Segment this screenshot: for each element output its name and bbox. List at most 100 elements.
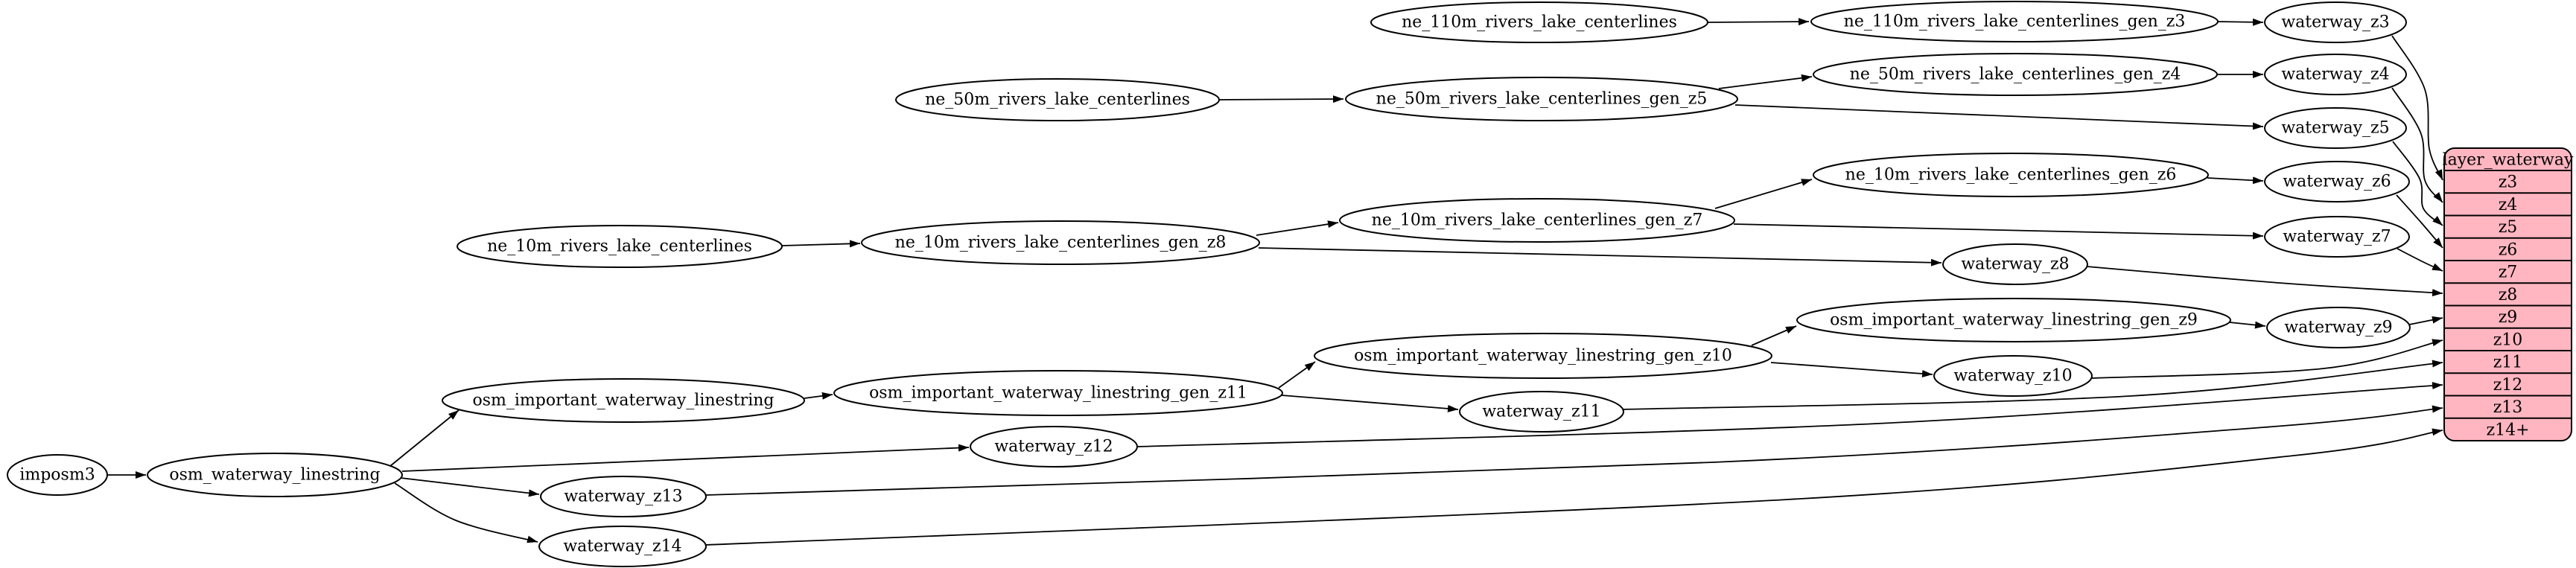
node-label: ne_110m_rivers_lake_centerlines_gen_z3 bbox=[1844, 13, 2186, 31]
edge-waterway-z6-to-row-z6 bbox=[2396, 194, 2443, 249]
node-label: osm_important_waterway_linestring bbox=[472, 392, 774, 410]
edge-osm-waterway-linestring-to-waterway-z12 bbox=[401, 444, 970, 472]
node-label: osm_important_waterway_linestring_gen_z1… bbox=[1354, 347, 1732, 366]
node-label: waterway_z12 bbox=[994, 438, 1113, 456]
edge-waterway-z9-to-row-z9 bbox=[2408, 316, 2443, 325]
node-label: ne_50m_rivers_lake_centerlines_gen_z5 bbox=[1376, 90, 1708, 109]
edge-ne-10m-rivers-lake-centerlines-gen-z7-to-waterway-z7 bbox=[1733, 223, 2264, 240]
edge-ne-10m-rivers-lake-centerlines-gen-z8-to-ne-10m-rivers-lake-centerlines-gen-z7 bbox=[1256, 220, 1339, 236]
node-label: waterway_z13 bbox=[564, 488, 682, 506]
record-row-z7: z7 bbox=[2499, 264, 2518, 282]
node-waterway-z10: waterway_z10 bbox=[1933, 355, 2093, 397]
node-imposm3: imposm3 bbox=[7, 454, 108, 496]
node-ne-50m-rivers-lake-centerlines-gen-z4: ne_50m_rivers_lake_centerlines_gen_z4 bbox=[1813, 53, 2218, 96]
node-ellipse bbox=[895, 78, 1220, 121]
node-label: waterway_z6 bbox=[2283, 173, 2391, 191]
record-row-z9: z9 bbox=[2499, 308, 2518, 327]
node-label: waterway_z3 bbox=[2281, 13, 2389, 32]
node-label: ne_110m_rivers_lake_centerlines bbox=[1402, 13, 1677, 32]
node-label: imposm3 bbox=[19, 466, 95, 485]
node-label: waterway_z8 bbox=[1961, 255, 2069, 274]
record-row-z8: z8 bbox=[2499, 286, 2518, 304]
edge-osm-important-waterway-linestring-to-osm-important-waterway-linestring-gen-z11 bbox=[804, 392, 833, 400]
edge-waterway-z5-to-row-z5 bbox=[2392, 141, 2443, 226]
node-waterway-z5: waterway_z5 bbox=[2264, 107, 2407, 149]
record-row-z13: z13 bbox=[2493, 398, 2523, 417]
record-box bbox=[2443, 147, 2572, 441]
node-waterway-z11: waterway_z11 bbox=[1459, 391, 1624, 433]
edge-osm-waterway-linestring-to-waterway-z13 bbox=[400, 477, 540, 497]
edge-waterway-z13-to-row-z13 bbox=[705, 405, 2443, 496]
node-label: ne_50m_rivers_lake_centerlines bbox=[925, 91, 1190, 109]
node-label: osm_important_waterway_linestring_gen_z1… bbox=[869, 384, 1247, 403]
node-ellipse bbox=[2266, 307, 2411, 348]
edge-ne-50m-rivers-lake-centerlines-to-ne-50m-rivers-lake-centerlines-gen-z5 bbox=[1218, 95, 1344, 103]
node-ellipse bbox=[2264, 1, 2407, 43]
node-waterway-z3: waterway_z3 bbox=[2264, 1, 2407, 43]
edge-osm-waterway-linestring-to-waterway-z14 bbox=[394, 482, 538, 543]
node-ellipse bbox=[1813, 153, 2209, 197]
record-row-z14plus: z14+ bbox=[2486, 421, 2529, 439]
edge-waterway-z3-to-row-z3 bbox=[2391, 35, 2443, 181]
node-waterway-z8: waterway_z8 bbox=[1942, 243, 2088, 285]
node-label: ne_10m_rivers_lake_centerlines_gen_z8 bbox=[895, 234, 1227, 252]
record-row-z11: z11 bbox=[2493, 354, 2523, 372]
edge-ne-10m-rivers-lake-centerlines-gen-z7-to-ne-10m-rivers-lake-centerlines-gen-z6 bbox=[1714, 179, 1813, 209]
node-label: waterway_z11 bbox=[1482, 403, 1600, 421]
node-label: osm_waterway_linestring bbox=[169, 466, 380, 485]
node-osm-important-waterway-linestring: osm_important_waterway_linestring bbox=[442, 378, 805, 423]
node-label: waterway_z7 bbox=[2283, 228, 2391, 246]
node-osm-important-waterway-linestring-gen-z9: osm_important_waterway_linestring_gen_z9 bbox=[1796, 298, 2231, 342]
node-label: ne_50m_rivers_lake_centerlines_gen_z4 bbox=[1850, 66, 2181, 84]
node-ellipse bbox=[1810, 1, 2219, 42]
node-ellipse bbox=[540, 476, 707, 517]
edge-ne-50m-rivers-lake-centerlines-gen-z5-to-ne-50m-rivers-lake-centerlines-gen-z4 bbox=[1718, 74, 1813, 89]
node-ne-10m-rivers-lake-centerlines-gen-z6: ne_10m_rivers_lake_centerlines_gen_z6 bbox=[1813, 153, 2209, 197]
node-label: waterway_z14 bbox=[563, 537, 681, 556]
edge-waterway-z4-to-row-z4 bbox=[2391, 87, 2443, 203]
node-ne-10m-rivers-lake-centerlines: ne_10m_rivers_lake_centerlines bbox=[457, 225, 783, 268]
node-ne-110m-rivers-lake-centerlines-gen-z3: ne_110m_rivers_lake_centerlines_gen_z3 bbox=[1810, 1, 2219, 42]
node-ellipse bbox=[538, 526, 707, 567]
node-label: waterway_z5 bbox=[2281, 119, 2389, 138]
node-ellipse bbox=[1314, 333, 1772, 379]
node-ellipse bbox=[1370, 1, 1708, 43]
edge-osm-important-waterway-linestring-gen-z10-to-waterway-z10 bbox=[1770, 362, 1933, 377]
record-row-z5: z5 bbox=[2499, 218, 2518, 237]
node-ne-50m-rivers-lake-centerlines-gen-z5: ne_50m_rivers_lake_centerlines_gen_z5 bbox=[1345, 77, 1738, 121]
record-row-z10: z10 bbox=[2493, 331, 2523, 349]
node-osm-important-waterway-linestring-gen-z11: osm_important_waterway_linestring_gen_z1… bbox=[833, 370, 1283, 416]
edge-waterway-z8-to-row-z8 bbox=[2086, 266, 2443, 297]
record-title: layer_waterway bbox=[2443, 151, 2574, 170]
node-ellipse bbox=[970, 426, 1138, 468]
node-ellipse bbox=[1933, 355, 2093, 397]
node-label: ne_10m_rivers_lake_centerlines_gen_z7 bbox=[1372, 211, 1703, 230]
node-label: waterway_z10 bbox=[1953, 367, 2072, 386]
node-ne-110m-rivers-lake-centerlines: ne_110m_rivers_lake_centerlines bbox=[1370, 1, 1708, 43]
edge-osm-important-waterway-linestring-gen-z11-to-osm-important-waterway-linestring-gen-z10 bbox=[1278, 361, 1316, 389]
node-ellipse bbox=[1459, 391, 1624, 433]
record-row-z3: z3 bbox=[2499, 173, 2518, 192]
node-ellipse bbox=[1813, 53, 2218, 96]
node-ellipse bbox=[442, 378, 805, 423]
record-layer-waterway: layer_waterwayz3z4z5z6z7z8z9z10z11z12z13… bbox=[2443, 147, 2574, 441]
edge-waterway-z11-to-row-z11 bbox=[1622, 360, 2443, 410]
node-waterway-z12: waterway_z12 bbox=[970, 426, 1138, 468]
edge-osm-important-waterway-linestring-gen-z9-to-waterway-z9 bbox=[2229, 321, 2266, 329]
node-ellipse bbox=[2264, 161, 2410, 202]
node-label: ne_10m_rivers_lake_centerlines_gen_z6 bbox=[1845, 166, 2177, 185]
node-ne-10m-rivers-lake-centerlines-gen-z8: ne_10m_rivers_lake_centerlines_gen_z8 bbox=[861, 220, 1260, 265]
node-ne-50m-rivers-lake-centerlines: ne_50m_rivers_lake_centerlines bbox=[895, 78, 1220, 121]
node-waterway-z4: waterway_z4 bbox=[2264, 54, 2407, 95]
edge-ne-10m-rivers-lake-centerlines-gen-z6-to-waterway-z6 bbox=[2207, 176, 2264, 185]
node-ellipse bbox=[2264, 216, 2410, 258]
node-ellipse bbox=[7, 454, 108, 496]
node-label: osm_important_waterway_linestring_gen_z9 bbox=[1830, 311, 2198, 330]
record-row-z4: z4 bbox=[2499, 196, 2518, 214]
edge-ne-10m-rivers-lake-centerlines-gen-z8-to-waterway-z8 bbox=[1258, 247, 1942, 267]
node-label: waterway_z9 bbox=[2284, 319, 2392, 337]
node-waterway-z6: waterway_z6 bbox=[2264, 161, 2410, 202]
node-osm-important-waterway-linestring-gen-z10: osm_important_waterway_linestring_gen_z1… bbox=[1314, 333, 1772, 379]
node-ellipse bbox=[833, 370, 1283, 416]
